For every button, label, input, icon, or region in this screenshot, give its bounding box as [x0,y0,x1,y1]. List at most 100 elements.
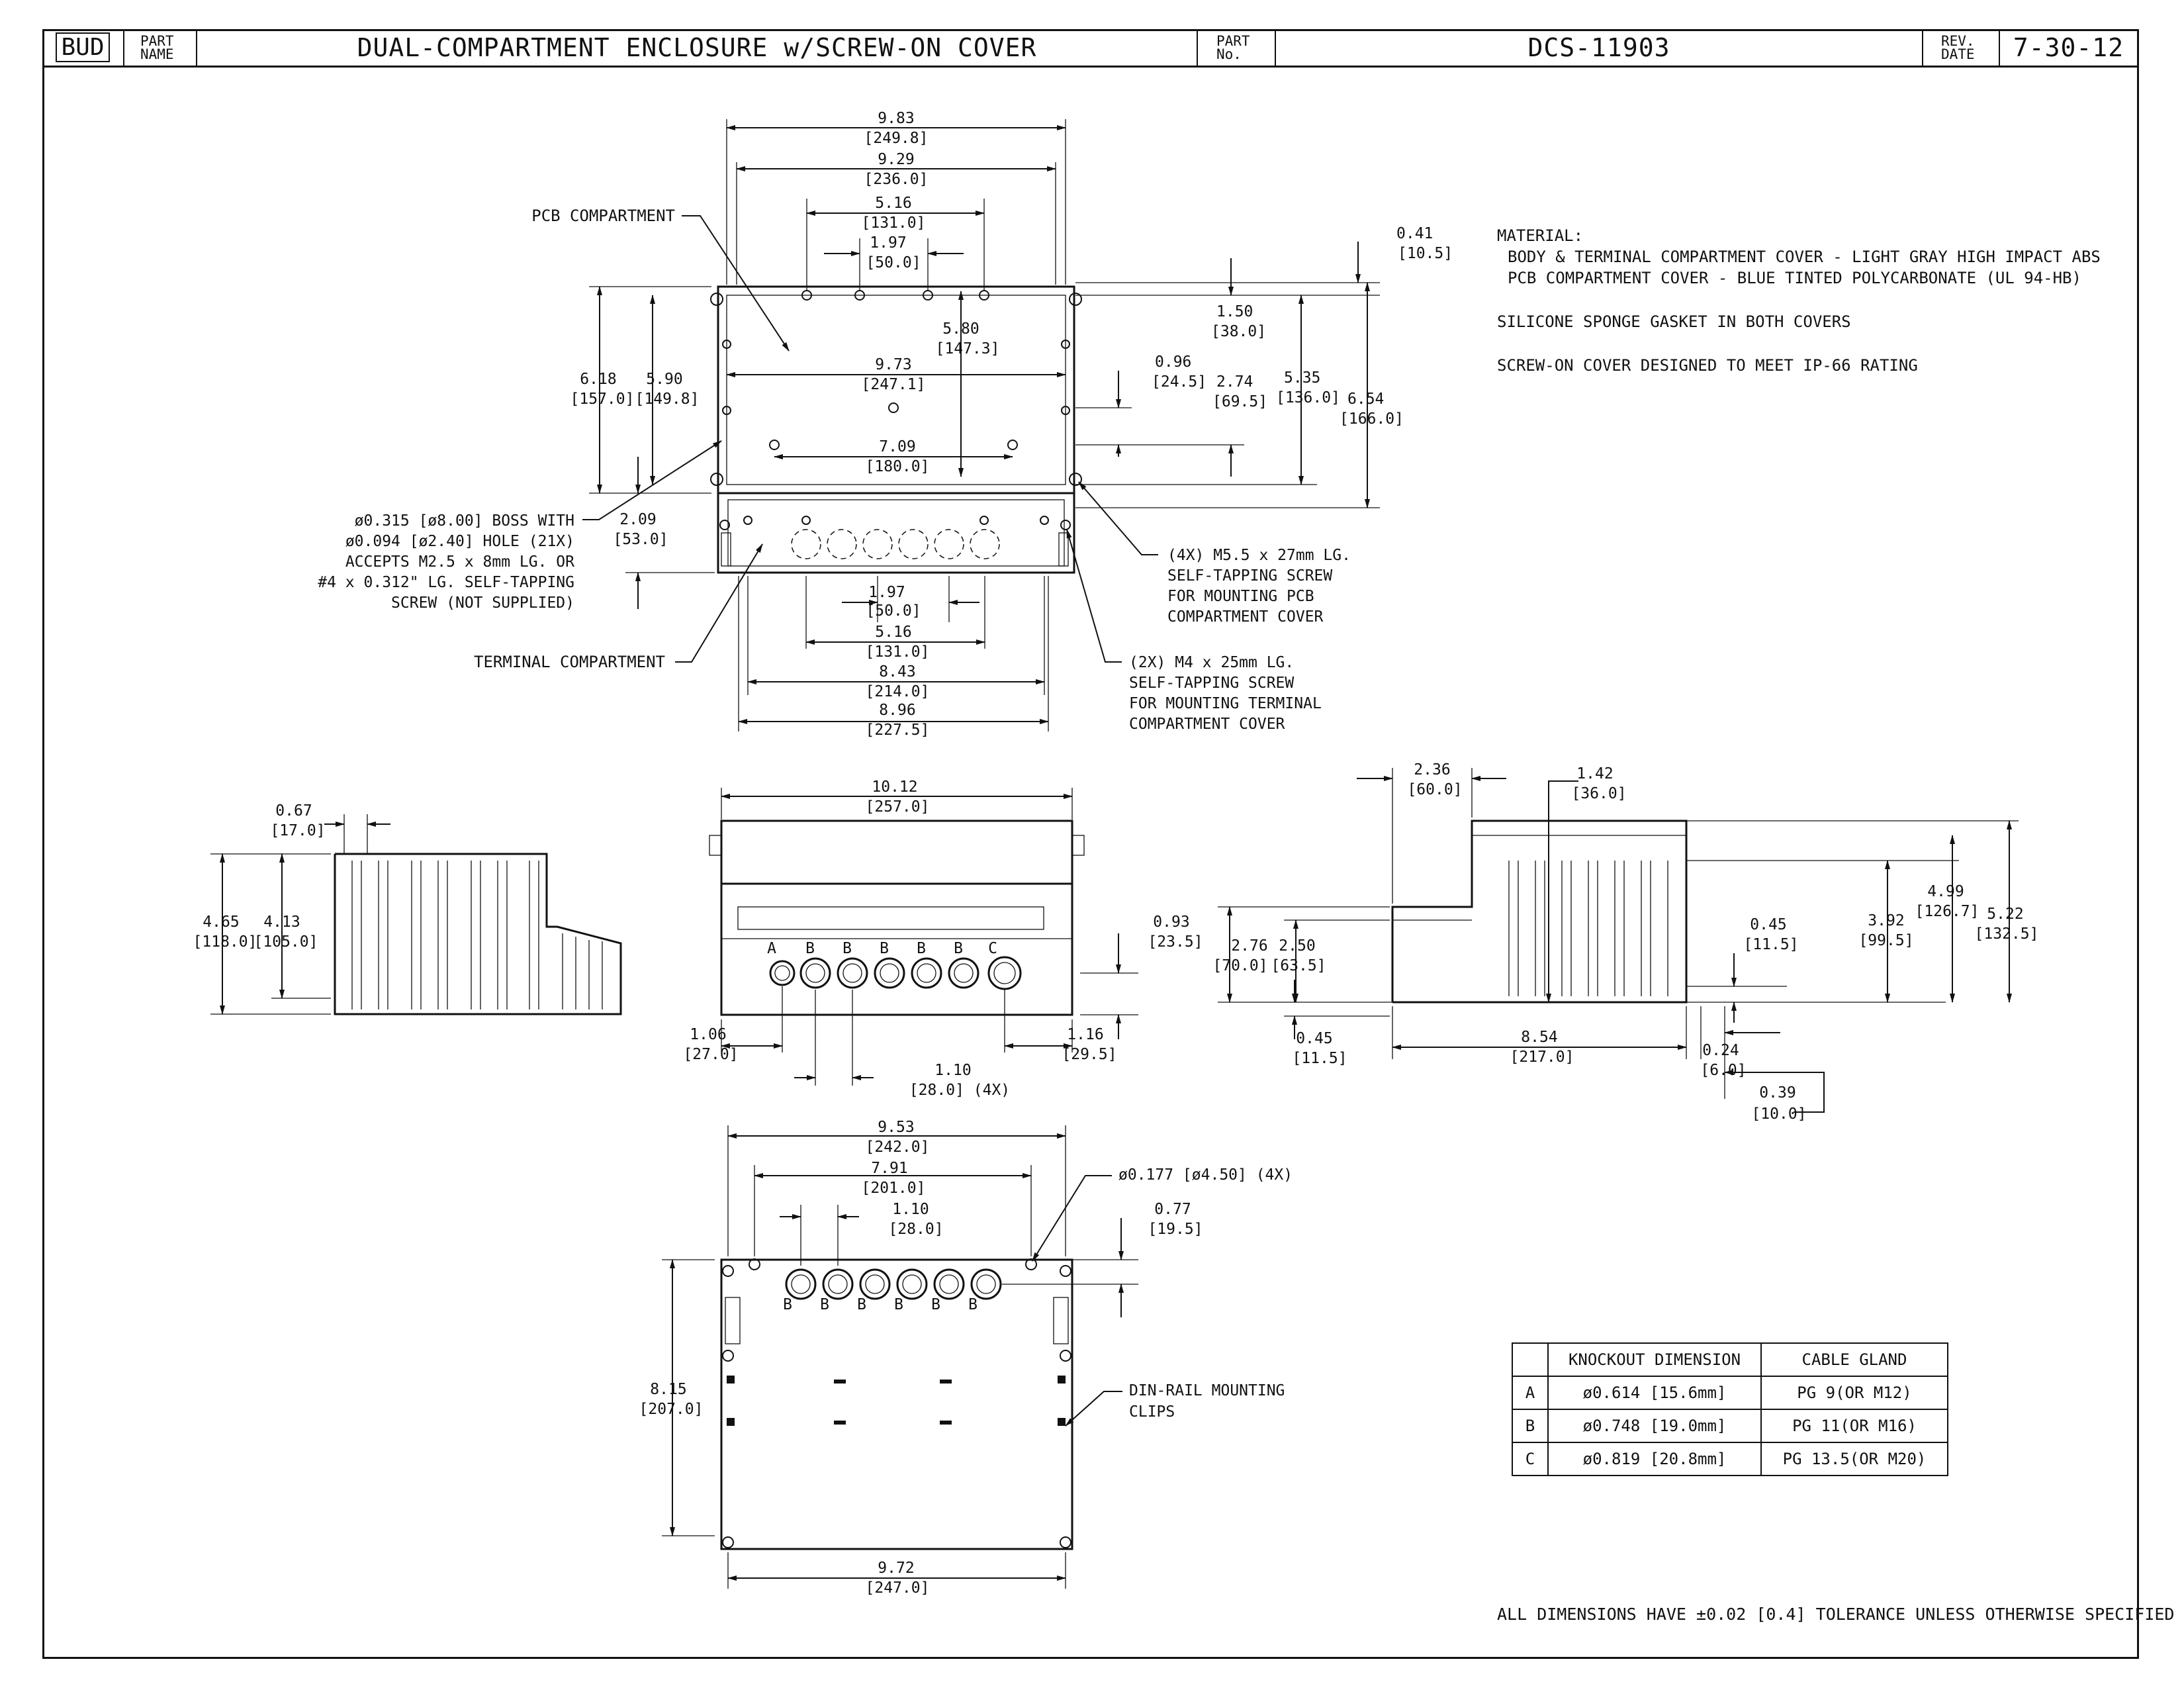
callout-boss-3: ACCEPTS M2.5 x 8mm LG. OR [345,553,574,571]
bko-label-b3: B [857,1296,866,1313]
right-side-ribs [1508,861,1668,996]
dim-815: 8.15 [650,1381,686,1398]
leader-pcb-compartment [682,215,790,352]
side-ribs [351,861,603,1009]
rev-date-text: 7-30-12 [2013,32,2124,62]
bko-label-b5: B [931,1296,940,1313]
dim-590: 5.90 [646,371,682,388]
top-view: 9.83 [249.8] 9.29 [236.0] 5.16 [131.0] 1… [318,110,1453,739]
front-view: A B B B B B C 10.12 [257.0] 0.93 [23.5] … [683,778,1203,1099]
bko-label-b4: B [894,1296,903,1313]
dim-854: 8.54 [1521,1029,1557,1046]
dim-618-mm: [157.0] [570,391,635,408]
dim-106-mm: [27.0] [683,1046,738,1063]
dim-929-mm: [236.0] [864,171,929,188]
dim-116-mm: [29.5] [1062,1046,1116,1063]
table-header-cell [1512,1342,1549,1377]
dim-024: 0.24 [1702,1042,1739,1059]
dim-791: 7.91 [871,1160,907,1177]
dim-392-mm: [99.5] [1858,932,1913,949]
table-row: A ø0.614 [15.6mm] PG 9(OR M12) [1512,1376,1948,1410]
dim-465: 4.65 [203,914,239,931]
table-cell: PG 11(OR M16) [1760,1409,1948,1443]
pcb-inner-wall [726,295,1066,485]
dim-150: 1.50 [1216,303,1253,320]
dim-516-mm: [131.0] [862,214,926,232]
callout-m4-4: COMPARTMENT COVER [1129,716,1285,733]
bko-label-b2: B [820,1296,829,1313]
dim-896: 8.96 [879,702,915,719]
part-name-label-text: PART NAME [140,32,174,62]
dim-580: 5.80 [942,320,979,338]
dim-274: 2.74 [1216,373,1253,391]
dim-953: 9.53 [878,1119,914,1136]
leader-hole [1032,1175,1112,1262]
dim-654-mm: [166.0] [1340,410,1404,428]
table-header-cell: CABLE GLAND [1760,1342,1948,1377]
dim-535-mm: [136.0] [1276,389,1340,406]
dim-045b: 0.45 [1750,916,1786,933]
dim-b516-mm: [131.0] [866,643,930,661]
table-cell: ø0.614 [15.6mm] [1547,1376,1762,1410]
dim-896-mm: [227.5] [866,722,930,739]
dim-973-mm: [247.1] [862,376,926,393]
callout-m4-1: (2X) M4 x 25mm LG. [1129,654,1294,671]
note-rating: SCREW-ON COVER DESIGNED TO MEET IP-66 RA… [1497,356,1918,375]
front-right-hinge [1071,835,1085,856]
dim-116: 1.16 [1067,1026,1103,1043]
dim-413-mm: [105.0] [254,933,318,951]
bko-label-b1: B [783,1296,792,1313]
callout-boss-5: SCREW (NOT SUPPLIED) [391,594,574,612]
dim-618: 6.18 [580,371,616,388]
dim-654: 6.54 [1347,391,1384,408]
part-name: DUAL-COMPARTMENT ENCLOSURE w/SCREW-ON CO… [197,29,1198,66]
bottom-view-outline [720,1258,1073,1550]
ko-label-b3: B [880,940,889,957]
leader-039 [1724,1070,1825,1113]
dim-929: 9.29 [878,151,914,168]
dim-973: 9.73 [875,356,911,373]
dim-197-mm: [50.0] [866,254,921,271]
dim-1012: 10.12 [872,778,917,796]
dim-024-mm: [6.0] [1700,1062,1746,1079]
dim-077-mm: [19.5] [1148,1221,1203,1238]
drawing-border [42,29,2139,1659]
dim-b110-mm: [28.0] [888,1221,943,1238]
dim-972: 9.72 [878,1560,914,1577]
dim-499-mm: [126.7] [1915,903,1979,920]
dim-041: 0.41 [1396,225,1433,242]
note-material-1: BODY & TERMINAL COMPARTMENT COVER - LIGH… [1508,248,2101,266]
terminal-compartment-outline [717,492,1075,574]
front-left-hinge [709,835,722,856]
dim-067: 0.67 [275,802,312,820]
tolerance-note: ALL DIMENSIONS HAVE ±0.02 [0.4] TOLERANC… [1497,1605,2175,1624]
dim-110-mm: [28.0] (4X) [909,1082,1010,1099]
front-knockouts [769,956,1022,990]
dim-209-mm: [53.0] [613,531,668,548]
callout-pcb-compartment: PCB COMPARTMENT [531,207,675,225]
dim-709-mm: [180.0] [866,458,930,475]
dim-843-mm: [214.0] [866,683,930,700]
dim-110: 1.10 [934,1062,971,1079]
table-cell: ø0.748 [19.0mm] [1547,1409,1762,1443]
callout-m55-3: FOR MOUNTING PCB [1167,588,1314,605]
dim-392: 3.92 [1868,912,1904,929]
dim-077: 0.77 [1154,1201,1191,1218]
dim-522-mm: [132.5] [1975,925,2039,943]
part-no: DCS-11903 [1276,29,1923,66]
leader-m4 [1066,529,1122,663]
dim-093-mm: [23.5] [1148,933,1203,951]
dim-106: 1.06 [690,1026,726,1043]
callout-boss-4: #4 x 0.312" LG. SELF-TAPPING [318,574,574,591]
front-knockout-labels: A B B B B B C [767,940,997,957]
callout-m55-1: (4X) M5.5 x 27mm LG. [1167,547,1351,564]
dim-041-mm: [10.5] [1398,245,1453,262]
table-row: B ø0.748 [19.0mm] PG 11(OR M16) [1512,1409,1948,1443]
callout-boss-2: ø0.094 [ø2.40] HOLE (21X) [345,533,574,550]
dim-209: 2.09 [619,511,656,528]
ko-label-c: C [988,940,997,957]
dim-522: 5.22 [1987,906,2023,923]
table-cell: PG 9(OR M12) [1760,1376,1948,1410]
part-name-label: PART NAME [124,29,197,66]
bottom-view: B B B B B B 9.53 [242.0] 7.91 [201.0] 1.… [639,1119,1293,1597]
